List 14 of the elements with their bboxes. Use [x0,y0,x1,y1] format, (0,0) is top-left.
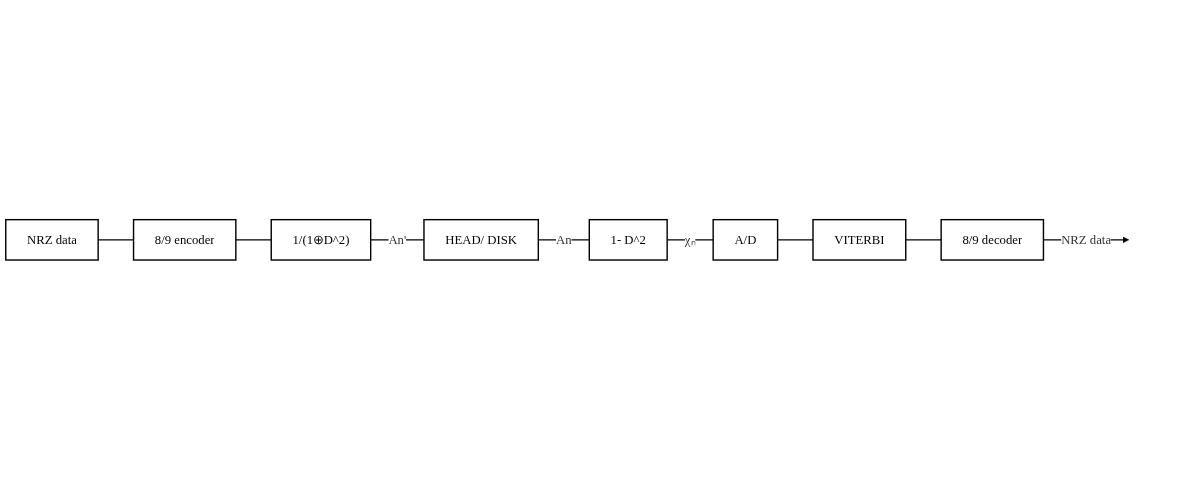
node-box: 8/9 decoder [940,219,1045,261]
node-box: NRZ data [5,219,99,261]
connector [235,239,272,241]
edge-label: An' [388,232,407,247]
node-box: VITERBI [812,219,907,261]
connector [905,239,942,241]
node-box: 1/(1⊕D^2) [270,219,372,261]
edge-label: NRZ data [1061,232,1112,247]
node-box: 8/9 encoder [132,219,237,261]
node-box: A/D [712,219,779,261]
node-box: HEAD/ DISK [423,219,539,261]
edge-label: An [556,232,572,247]
node-box: 1- D^2 [588,219,668,261]
edge-label: χₙ [684,232,696,247]
